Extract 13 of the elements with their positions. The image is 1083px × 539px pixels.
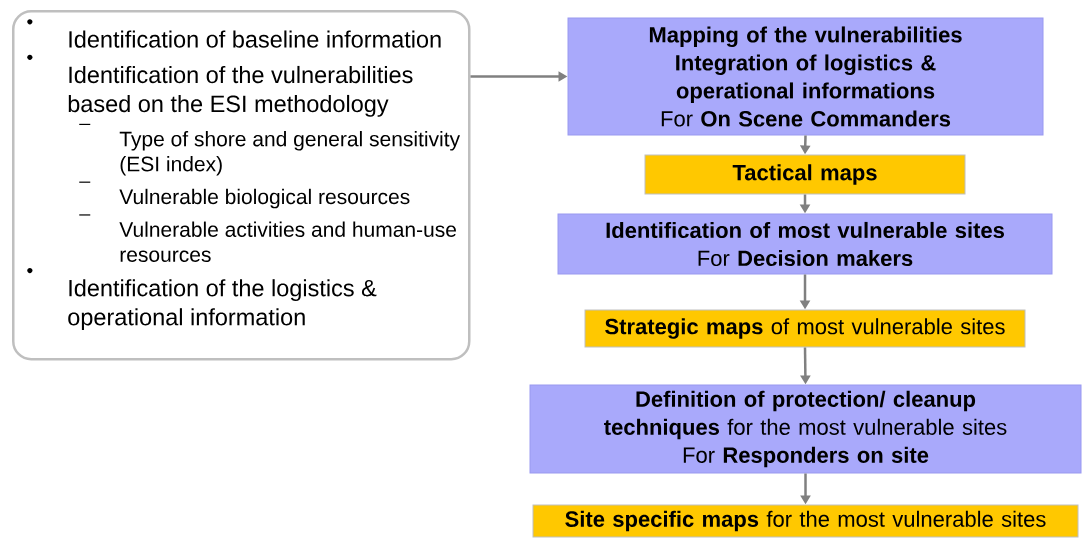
map-banner: Strategic maps of most vulnerable sites: [584, 309, 1026, 348]
process-box: Definition of protection/ cleanup techniques for the most vulnerable sites For Responders on site: [529, 384, 1082, 474]
process-box: Mapping of the vulnerabilities Integration of logistics & operational informations For On Scene Commanders: [567, 17, 1044, 136]
dash-item: Vulnerable activities and human-use resources: [78, 214, 456, 262]
map-banner: Tactical maps: [644, 154, 966, 195]
map-banner: Site specific maps for the most vulnerable sites: [532, 504, 1079, 538]
bullet-item: Identification of baseline information: [27, 19, 441, 48]
dash-item: Type of shore and general sensitivity (ESI index): [78, 123, 460, 176]
bullet-item: Identification of the logistics & operational information: [27, 268, 377, 331]
bullet-list-panel: [12, 10, 471, 361]
bullet-item: Identification of the vulnerabilities based on the ESI methodology: [27, 54, 413, 117]
process-box: Identification of most vulnerable sites For Decision makers: [557, 213, 1053, 275]
dash-item: Vulnerable biological resources: [78, 181, 410, 209]
